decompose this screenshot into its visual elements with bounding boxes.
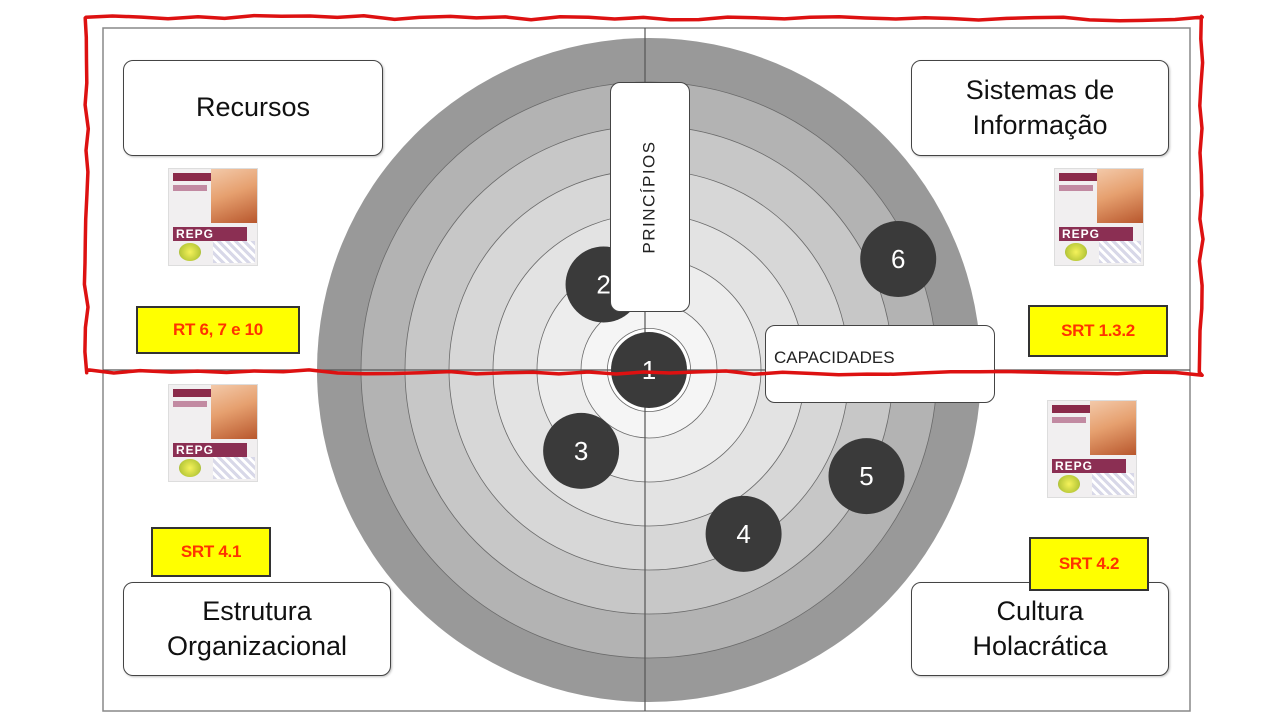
title-line: Organizacional <box>166 631 348 661</box>
marker-number: 2 <box>596 270 610 300</box>
marker-number: 3 <box>574 436 588 466</box>
title-line: Informação <box>972 110 1108 140</box>
book-cover-thumbnail: REPG <box>168 384 258 482</box>
reference-tag: RT 6, 7 e 10 <box>136 306 300 354</box>
book-cover-thumbnail: REPG <box>1047 400 1137 498</box>
marker-6: 6 <box>860 221 937 298</box>
thumbnail-title: REPG <box>173 227 247 241</box>
quadrant-title-sistemas: Sistemas de Informação <box>911 60 1169 156</box>
thumbnail-title: REPG <box>173 443 247 457</box>
principios-label: PRINCÍPIOS <box>640 140 659 254</box>
marker-number: 1 <box>642 355 656 385</box>
marker-1: 1 <box>611 332 687 408</box>
marker-number: 5 <box>859 461 873 491</box>
marker-number: 6 <box>891 244 905 274</box>
capacidades-label-box: CAPACIDADES <box>765 325 995 403</box>
title-line: Cultura <box>996 595 1084 626</box>
reference-tag: SRT 1.3.2 <box>1028 305 1168 357</box>
principios-label-box: PRINCÍPIOS <box>610 82 690 312</box>
thumbnail-title: REPG <box>1059 227 1133 241</box>
capacidades-label: CAPACIDADES <box>774 348 895 367</box>
marker-circle <box>543 412 620 489</box>
marker-5: 5 <box>828 438 905 515</box>
title-line: Estrutura <box>202 595 312 626</box>
marker-circle <box>705 495 782 572</box>
quadrant-title-cultura: Cultura Holacrática <box>911 582 1169 676</box>
quadrant-title-recursos: Recursos <box>123 60 383 156</box>
thumbnail-title: REPG <box>1052 459 1126 473</box>
title-line: Holacrática <box>972 631 1108 661</box>
marker-circle <box>828 438 905 515</box>
marker-3: 3 <box>543 412 620 489</box>
title-line: Sistemas de <box>965 74 1115 105</box>
marker-4: 4 <box>705 495 782 572</box>
marker-number: 4 <box>736 519 750 549</box>
reference-tag: SRT 4.1 <box>151 527 271 577</box>
book-cover-thumbnail: REPG <box>1054 168 1144 266</box>
quadrant-title-estrutura: Estrutura Organizacional <box>123 582 391 676</box>
title-line: Recursos <box>195 92 311 123</box>
reference-tag: SRT 4.2 <box>1029 537 1149 591</box>
book-cover-thumbnail: REPG <box>168 168 258 266</box>
